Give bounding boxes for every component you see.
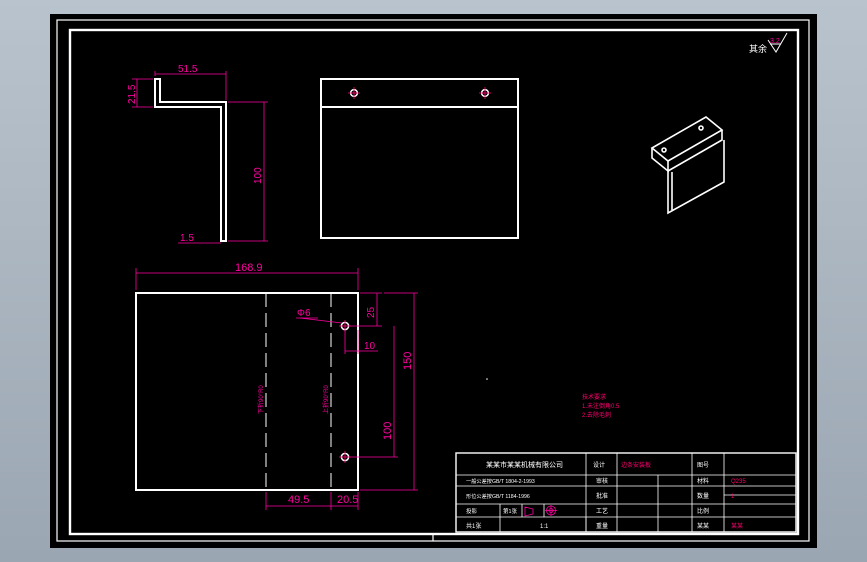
isometric-view [650,116,725,215]
inner-border [68,28,800,536]
dim-bend-offset: 49.5 [288,494,309,506]
bend-label-up: 上折90°R0 [322,385,330,414]
iso-front-face [667,140,725,215]
title-block-frame [455,452,797,533]
tolerance-geometric: 形位公差按GB/T 1184-1996 [466,492,530,500]
front-view-outline [320,78,519,239]
side-view: 51.5 21.5 100 1.5 [127,64,268,244]
note-title: 技术要求 [582,393,606,401]
author-value: 某某 [697,523,709,530]
qty-label: 数量 [697,492,709,500]
process-label: 工艺 [596,507,608,515]
roughness-symbol: 其余 3.2 [749,32,788,54]
checker-label: 审核 [596,477,608,485]
note-item: 2.去除毛刺 [582,411,611,419]
page-number: 第1张 [503,507,518,515]
projection-label: 投影 [466,507,478,515]
side-view-profile [154,78,227,242]
date-value: 某某 [731,523,743,530]
front-view [320,78,519,239]
flat-pattern: 下折90°R0 上折90°R0 168.9 Φ6 25 10 [135,262,418,510]
designer-label: 设计 [593,461,605,469]
dim-hole-edge: 10 [364,341,376,352]
dim-side-width: 51.5 [178,64,198,75]
dim-flat-width: 168.9 [235,262,263,274]
flat-pattern-outline [135,292,359,491]
flat-hole-icon [339,451,351,463]
scale-label: 比例 [697,507,709,515]
dim-hole-diameter: Φ6 [297,308,311,319]
bend-label-down: 下折90°R0 [257,385,265,414]
note-item: 1.未注倒角0.5 [582,402,620,410]
dim-hole-top: 25 [366,306,377,318]
part-name: 边条安装板 [621,461,651,469]
iso-flange-edge [651,148,669,173]
dim-flat-height: 150 [402,352,414,370]
material-label: 材料 [697,477,709,485]
scale-value: 1:1 [540,524,549,530]
title-block: 某某市某某机械有限公司 一般公差按GB/T 1804-2-1993 形位公差按G… [455,452,797,533]
drawing-no-label: 图号 [697,462,709,469]
leader-hole [299,317,343,324]
qty-value: 1 [731,494,735,500]
mount-hole-icon [348,87,360,99]
roughness-label: 其余 [749,43,767,54]
company-name: 某某市某某机械有限公司 [486,460,563,469]
dim-side-flange: 21.5 [127,84,138,104]
dim-hole-spacing: 100 [382,422,394,440]
iso-hole-icon [698,125,704,131]
dim-thickness: 1.5 [180,233,194,244]
iso-hole-icon [661,147,667,153]
sheet-count: 共1张 [466,522,481,530]
approver-label: 批准 [596,492,608,500]
dim-side-height: 100 [253,167,264,184]
tolerance-general: 一般公差按GB/T 1804-2-1993 [466,477,535,485]
dim-edge-offset: 20.5 [337,494,358,506]
mount-hole-icon [479,87,491,99]
material-value: Q235 [731,479,746,485]
weight-label: 重量 [596,522,608,530]
roughness-value: 3.2 [770,38,780,45]
technical-notes: 技术要求 1.未注倒角0.5 2.去除毛刺 [582,393,620,419]
projection-symbol-icon [524,505,557,517]
